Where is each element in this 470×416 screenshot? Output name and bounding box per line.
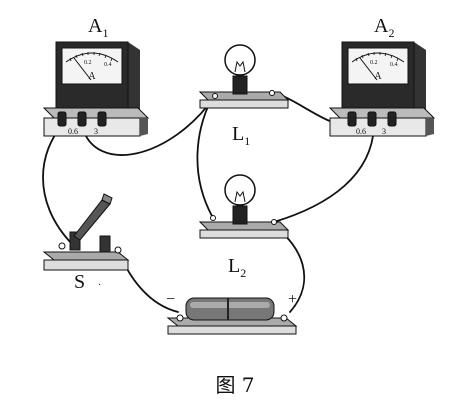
lamp2-label: L2 [228, 255, 246, 280]
meter2-terminal-06: 0.6 [356, 127, 366, 136]
switch-s: S · [42, 193, 130, 293]
meter1-terminal-3: 3 [94, 127, 98, 136]
battery-plus-label: + [288, 291, 297, 308]
meter1-unit: A [88, 71, 96, 82]
wire-a2-to-l2 [273, 125, 375, 223]
meter1-scale-mark: 0.4 [104, 62, 112, 68]
ammeter1-label: A1 [88, 15, 108, 40]
wire-a1-to-switch [42, 125, 73, 245]
ammeter-a1: A 0.4 0.2 0.6 3 A1 [42, 15, 150, 137]
ammeter2-label: A2 [374, 15, 394, 40]
battery: − + [166, 291, 298, 335]
meter2-terminal-3: 3 [382, 127, 386, 136]
lamp1-label: L1 [232, 123, 250, 148]
lamp-l2: L2 [198, 174, 290, 280]
lamp-l1: L1 [198, 44, 290, 148]
battery-minus-label: − [166, 291, 175, 308]
switch-dot: · [98, 280, 101, 291]
meter2-scale-mark: 0.2 [370, 60, 378, 66]
figure-caption: 图 7 [215, 373, 254, 397]
switch-label: S [74, 271, 85, 293]
meter2-unit: A [374, 71, 382, 82]
meter1-terminal-06: 0.6 [68, 127, 78, 136]
meter2-scale-mark: 0.4 [390, 62, 398, 68]
wire-a1-to-l1 [81, 95, 216, 156]
ammeter-a2: A 0.4 0.2 0.6 3 A2 [328, 15, 436, 137]
meter1-scale-mark: 0.2 [84, 60, 92, 66]
